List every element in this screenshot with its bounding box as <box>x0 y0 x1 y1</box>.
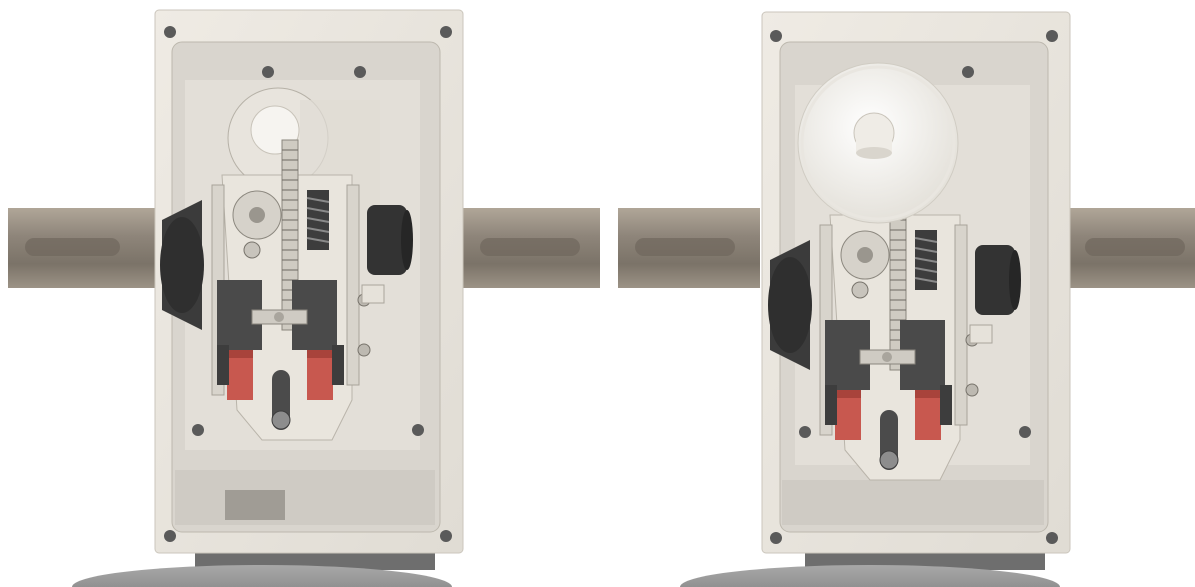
right-assembly <box>618 11 1195 587</box>
bolt-icon <box>164 26 176 38</box>
left-base <box>195 550 435 570</box>
left-assembly <box>8 9 600 587</box>
